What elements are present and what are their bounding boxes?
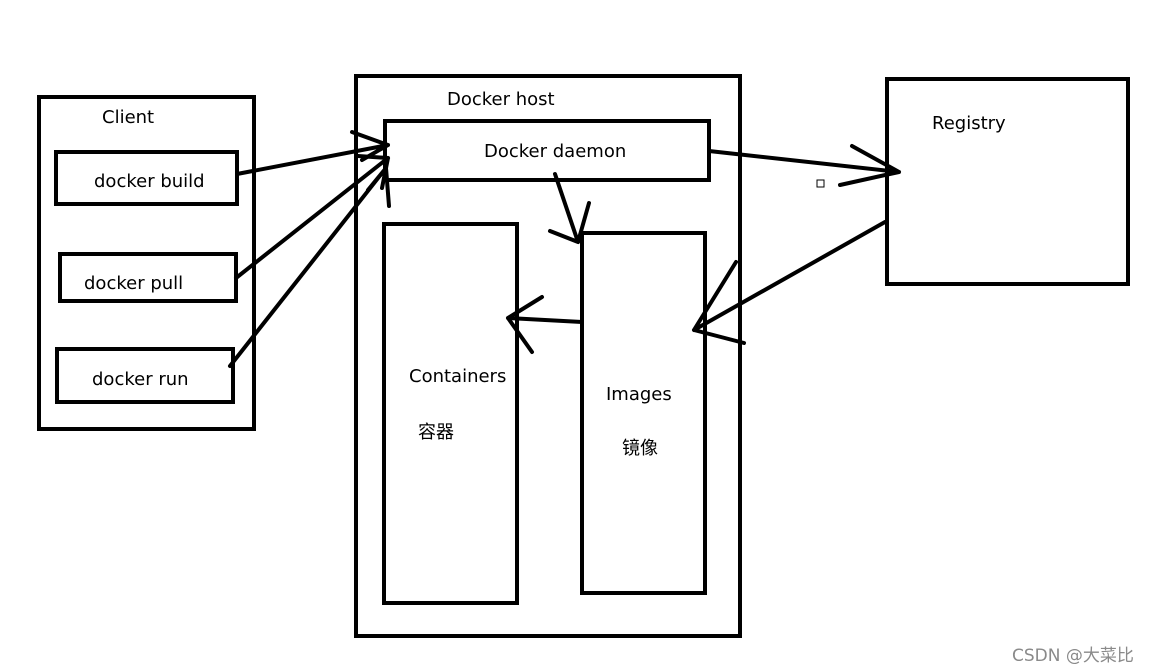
client-group: Client docker build docker pull docker r… <box>37 95 256 431</box>
docker-pull-label: docker pull <box>84 273 183 294</box>
arrow-daemon-to-registry <box>707 144 901 187</box>
docker-build-label: docker build <box>94 171 205 192</box>
small-square-mark <box>816 179 825 188</box>
arrow-daemon-to-images <box>548 172 591 244</box>
arrows <box>228 130 901 368</box>
registry-group: Registry <box>885 77 1130 286</box>
registry-title: Registry <box>932 113 1006 134</box>
docker-build-box <box>54 150 239 206</box>
images-label: Images <box>606 384 672 405</box>
arrow-pull-to-daemon <box>234 154 390 280</box>
arrow-build-to-daemon <box>235 130 390 176</box>
images-box <box>580 231 707 595</box>
watermark: CSDN @大菜比 <box>1012 646 1134 666</box>
arrow-images-to-containers <box>506 295 584 354</box>
arrow-run-to-daemon <box>228 166 391 368</box>
arrow-registry-to-images <box>692 220 887 345</box>
containers-box <box>382 222 519 605</box>
registry-box <box>885 77 1130 286</box>
docker-run-box <box>55 347 235 404</box>
images-label-cn: 镜像 <box>622 438 658 459</box>
docker-host-box <box>354 74 742 638</box>
containers-label-cn: 容器 <box>418 422 454 443</box>
docker-run-label: docker run <box>92 369 189 390</box>
docker-daemon-label: Docker daemon <box>484 141 626 162</box>
containers-label: Containers <box>409 366 506 387</box>
docker-host-group: Docker host Docker daemon Containers 容器 … <box>354 74 742 638</box>
client-title: Client <box>102 107 154 128</box>
docker-host-title: Docker host <box>447 89 555 110</box>
